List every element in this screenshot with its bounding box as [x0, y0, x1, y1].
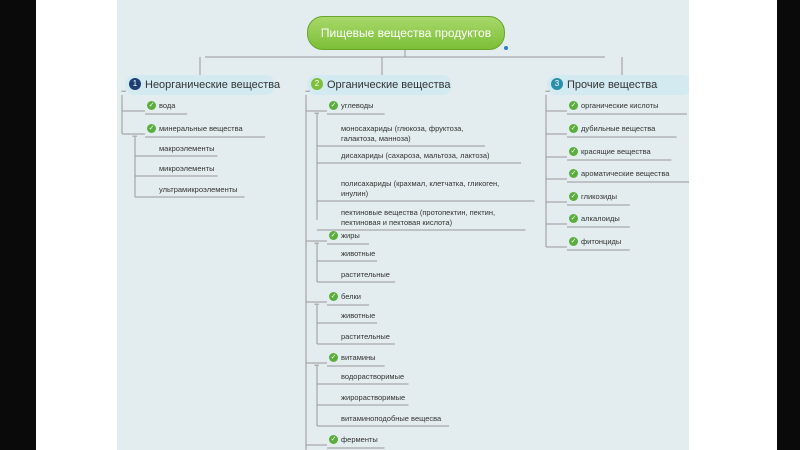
topic-item[interactable]: красящие вещества — [581, 147, 651, 157]
topic-item-label: алкалоиды — [581, 214, 620, 223]
check-icon: ✓ — [569, 147, 578, 156]
subtopic-item[interactable]: макроэлементы — [159, 144, 214, 154]
subtopic-item[interactable]: растительные — [341, 270, 390, 280]
topic-item[interactable]: гликозиды — [581, 192, 617, 202]
subtopic-item-label: моносахариды (глюкоза, фруктоза, галакто… — [341, 124, 464, 143]
branch-3[interactable]: 3 Прочие вещества — [547, 75, 689, 95]
topic-item-label: белки — [341, 292, 361, 301]
left-letterbox — [0, 0, 36, 450]
check-icon: ✓ — [329, 353, 338, 362]
subtopic-item[interactable]: микроэлементы — [159, 164, 214, 174]
topic-item-label: красящие вещества — [581, 147, 651, 156]
branch-1[interactable]: 1 Неорганические вещества — [125, 75, 280, 95]
root-anchor-dot — [504, 46, 508, 50]
check-icon: ✓ — [569, 101, 578, 110]
topic-item-label: ароматические вещества — [581, 169, 670, 178]
topic-item[interactable]: вода — [159, 101, 175, 111]
check-icon: ✓ — [569, 169, 578, 178]
collapse-icon[interactable]: − — [305, 86, 311, 96]
subtopic-item[interactable]: моносахариды (глюкоза, фруктоза, галакто… — [341, 124, 463, 144]
root-topic-label: Пищевые вещества продуктов — [320, 26, 492, 40]
collapse-icon[interactable]: − — [132, 131, 138, 141]
subtopic-item[interactable]: животные — [341, 249, 375, 259]
number-badge-icon: 1 — [129, 78, 141, 90]
subtopic-item-label: пектиновые вещества (протопектин, пектин… — [341, 208, 496, 227]
collapse-icon[interactable]: − — [314, 299, 320, 309]
subtopic-item[interactable]: водорастворимые — [341, 372, 404, 382]
topic-item-label: вода — [159, 101, 176, 110]
subtopic-item-label: животные — [341, 311, 376, 320]
check-icon: ✓ — [329, 101, 338, 110]
collapse-icon[interactable]: − — [545, 86, 551, 96]
subtopic-item-label: животные — [341, 249, 376, 258]
topic-item[interactable]: фитонциды — [581, 237, 621, 247]
topic-item-label: дубильные вещества — [581, 124, 656, 133]
topic-item[interactable]: углеводы — [341, 101, 374, 111]
subtopic-item[interactable]: ультрамикроэлементы — [159, 185, 238, 195]
check-icon: ✓ — [329, 231, 338, 240]
collapse-icon[interactable]: − — [121, 86, 127, 96]
branch-2[interactable]: 2 Органические вещества — [307, 75, 452, 95]
collapse-icon[interactable]: − — [314, 238, 320, 248]
subtopic-item-label: макроэлементы — [159, 144, 215, 153]
topic-item-label: витамины — [341, 353, 376, 362]
topic-item[interactable]: минеральные вещества — [159, 124, 243, 134]
subtopic-item[interactable]: растительные — [341, 332, 390, 342]
topic-item[interactable]: ферменты — [341, 435, 378, 445]
topic-item[interactable]: органические кислоты — [581, 101, 658, 111]
topic-item-label: жиры — [341, 231, 360, 240]
branch-label: Прочие вещества — [567, 79, 658, 91]
check-icon: ✓ — [569, 192, 578, 201]
topic-item[interactable]: алкалоиды — [581, 214, 620, 224]
check-icon: ✓ — [147, 101, 156, 110]
subtopic-item-label: растительные — [341, 270, 390, 279]
subtopic-item-label: водорастворимые — [341, 372, 405, 381]
subtopic-item-label: микроэлементы — [159, 164, 215, 173]
subtopic-item-label: ультрамикроэлементы — [159, 185, 238, 194]
topic-item-label: углеводы — [341, 101, 374, 110]
subtopic-item-label: жирорастворимые — [341, 393, 406, 402]
topic-item[interactable]: жиры — [341, 231, 360, 241]
subtopic-item[interactable]: пектиновые вещества (протопектин, пектин… — [341, 208, 495, 228]
topic-item-label: органические кислоты — [581, 101, 659, 110]
mindmap-canvas[interactable]: Пищевые вещества продуктов 1 Неорганическ… — [117, 0, 689, 450]
branch-label: Органические вещества — [327, 79, 451, 91]
topic-item[interactable]: витамины — [341, 353, 376, 363]
subtopic-item[interactable]: животные — [341, 311, 375, 321]
root-topic[interactable]: Пищевые вещества продуктов — [307, 16, 505, 50]
right-letterbox — [777, 0, 800, 450]
subtopic-item-label: дисахариды (сахароза, мальтоза, лактоза) — [341, 151, 490, 160]
subtopic-item[interactable]: жирорастворимые — [341, 393, 405, 403]
subtopic-item-label: растительные — [341, 332, 390, 341]
check-icon: ✓ — [147, 124, 156, 133]
subtopic-item[interactable]: дисахариды (сахароза, мальтоза, лактоза) — [341, 151, 490, 161]
check-icon: ✓ — [569, 214, 578, 223]
number-badge-icon: 2 — [311, 78, 323, 90]
topic-item-label: фитонциды — [581, 237, 622, 246]
topic-item-label: гликозиды — [581, 192, 617, 201]
check-icon: ✓ — [329, 292, 338, 301]
subtopic-item-label: полисахариды (крахмал, клетчатка, гликог… — [341, 179, 500, 198]
topic-item-label: минеральные вещества — [159, 124, 243, 133]
branch-label: Неорганические вещества — [145, 79, 281, 91]
topic-item-label: ферменты — [341, 435, 378, 444]
check-icon: ✓ — [569, 124, 578, 133]
topic-item[interactable]: ароматические вещества — [581, 169, 669, 179]
connector-lines — [121, 48, 689, 450]
subtopic-item[interactable]: витаминоподобные вещесва — [341, 414, 441, 424]
subtopic-item-label: витаминоподобные вещесва — [341, 414, 442, 423]
collapse-icon[interactable]: − — [314, 108, 320, 118]
collapse-icon[interactable]: − — [314, 360, 320, 370]
subtopic-item[interactable]: полисахариды (крахмал, клетчатка, гликог… — [341, 179, 499, 199]
number-badge-icon: 3 — [551, 78, 563, 90]
topic-item[interactable]: дубильные вещества — [581, 124, 655, 134]
check-icon: ✓ — [569, 237, 578, 246]
topic-item[interactable]: белки — [341, 292, 361, 302]
check-icon: ✓ — [329, 435, 338, 444]
